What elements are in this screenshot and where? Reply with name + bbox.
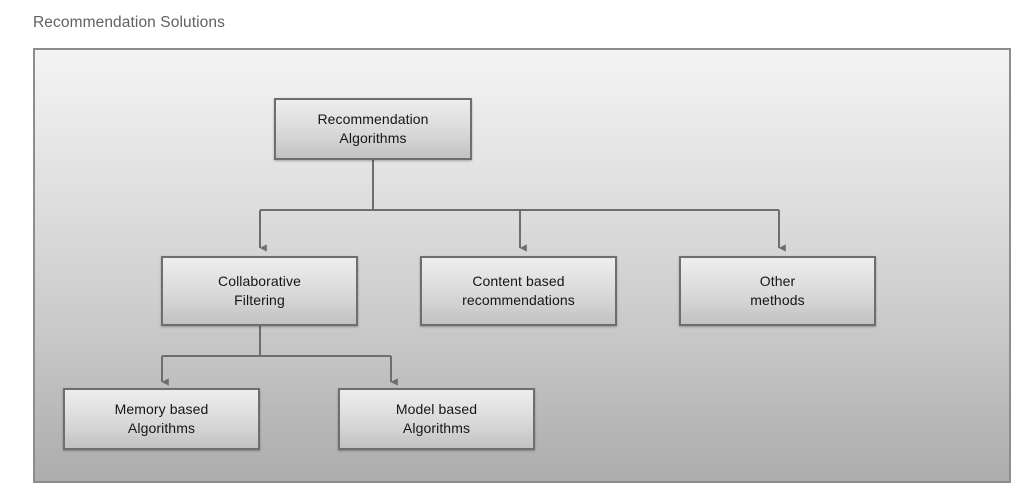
node-content-based-recommendations[interactable]: Content based recommendations [420, 256, 617, 326]
diagram-frame: Recommendation Algorithms Collaborative … [33, 48, 1011, 483]
node-model-based-algorithms[interactable]: Model based Algorithms [338, 388, 535, 450]
node-label-recommendation-algorithms: Recommendation Algorithms [317, 111, 429, 146]
node-recommendation-algorithms[interactable]: Recommendation Algorithms [274, 98, 472, 160]
node-collaborative-filtering[interactable]: Collaborative Filtering [161, 256, 358, 326]
node-label-content-based-recommendations: Content based recommendations [462, 273, 575, 308]
node-label-model-based-algorithms: Model based Algorithms [395, 401, 478, 436]
node-memory-based-algorithms[interactable]: Memory based Algorithms [63, 388, 260, 450]
node-other-methods[interactable]: Other methods [679, 256, 876, 326]
node-label-memory-based-algorithms: Memory based Algorithms [114, 401, 209, 436]
node-label-collaborative-filtering: Collaborative Filtering [217, 273, 301, 308]
node-label-other-methods: Other methods [750, 273, 805, 308]
figure-caption: Recommendation Solutions [33, 14, 225, 31]
